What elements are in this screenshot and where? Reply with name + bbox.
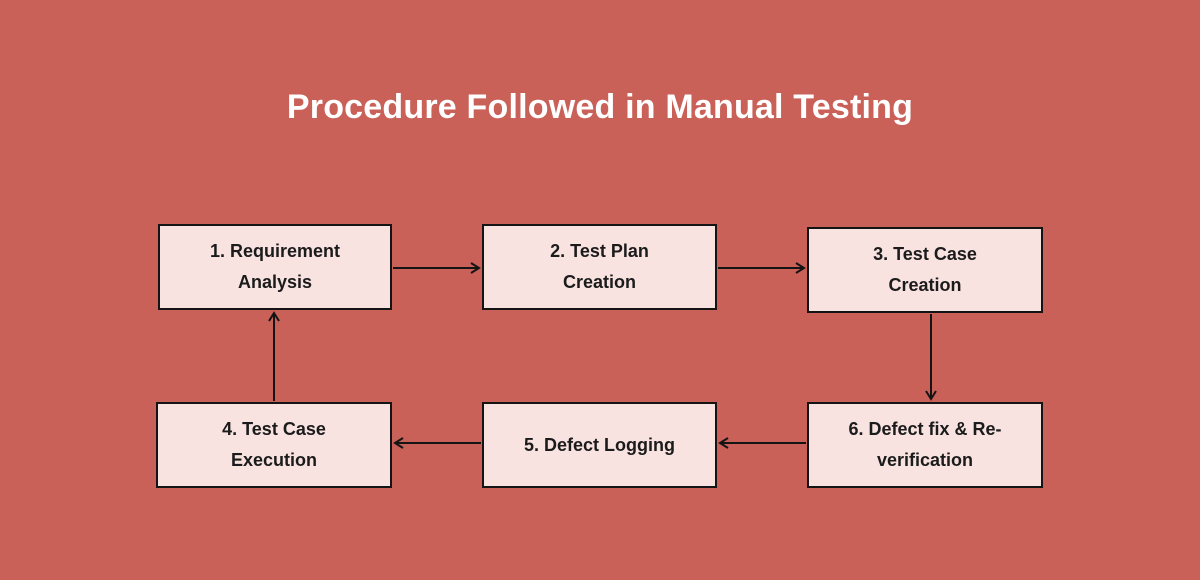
flow-node-label: Analysis — [237, 272, 313, 292]
flow-node-label: Creation — [888, 275, 962, 295]
flow-node-label: 6. Defect fix & Re- — [848, 419, 1002, 439]
flow-node-test-plan-creation: 2. Test Plan Creation — [482, 224, 717, 310]
flow-node-defect-logging: 5. Defect Logging — [482, 402, 717, 488]
flow-node-label: 3. Test Case — [873, 244, 977, 264]
flow-node-label: Creation — [562, 272, 636, 292]
flow-node-requirement-analysis: 1. Requirement Analysis — [158, 224, 392, 310]
flow-node-test-case-execution: 4. Test Case Execution — [156, 402, 392, 488]
flow-node-label: Execution — [230, 450, 318, 470]
flow-node-label: 1. Requirement — [209, 241, 341, 261]
flow-node-label: 4. Test Case — [222, 419, 326, 439]
flow-node-label: verification — [876, 450, 974, 470]
page-title: Procedure Followed in Manual Testing — [286, 88, 914, 126]
flow-node-label: 5. Defect Logging — [523, 434, 675, 455]
flow-node-label: 2. Test Plan — [550, 241, 649, 261]
flow-node-defect-fix-reverification: 6. Defect fix & Re- verification — [807, 402, 1043, 488]
flow-node-test-case-creation: 3. Test Case Creation — [807, 227, 1043, 313]
